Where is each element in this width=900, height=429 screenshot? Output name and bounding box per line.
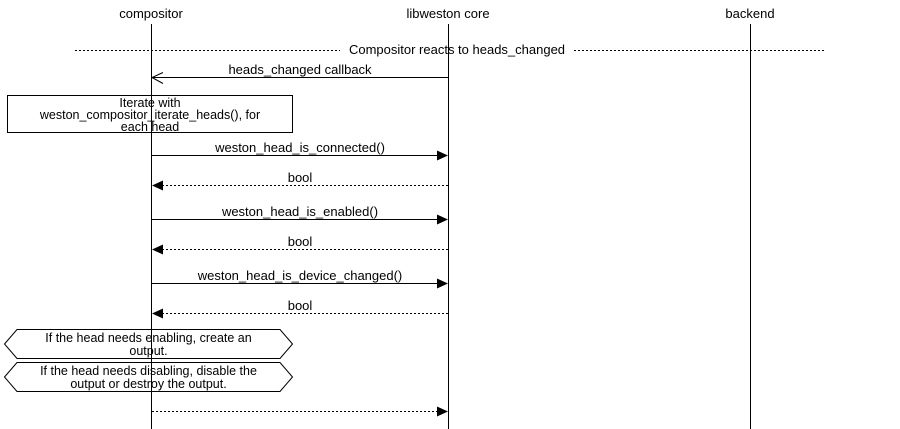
message-label-is-enabled: weston_head_is_enabled() bbox=[221, 204, 379, 219]
message-label-bool-1: bool bbox=[287, 170, 313, 185]
note-iterate-line-1: Iterate with bbox=[119, 96, 181, 110]
note-enable-line-2: output. bbox=[129, 343, 168, 358]
divider-label: Compositor reacts to heads_changed bbox=[348, 42, 566, 57]
actor-label-backend: backend bbox=[725, 6, 775, 21]
arrow-bool3-head-icon bbox=[152, 308, 163, 319]
note-iterate-box bbox=[7, 95, 293, 133]
message-label-bool-2: bool bbox=[287, 234, 313, 249]
actor-label-libweston-core: libweston core bbox=[406, 6, 490, 21]
arrow-is-device-changed-head-icon bbox=[437, 278, 448, 289]
actor-label-compositor: compositor bbox=[119, 6, 183, 21]
arrow-final-head-icon bbox=[437, 406, 448, 417]
arrow-bool1-head-icon bbox=[152, 180, 163, 191]
note-disable-text: If the head needs disabling, disable the… bbox=[40, 365, 257, 390]
message-label-heads-changed-callback: heads_changed callback bbox=[228, 62, 372, 77]
note-iterate-text: Iterate with weston_compositor_iterate_h… bbox=[39, 96, 261, 134]
note-disable-line-1: If the head needs disabling, disable the bbox=[40, 364, 257, 378]
arrow-is-connected-head-icon bbox=[437, 150, 448, 161]
note-iterate-line-2: weston_compositor_iterate_heads(), for bbox=[39, 108, 261, 122]
message-label-is-connected: weston_head_is_connected() bbox=[215, 140, 385, 155]
arrow-is-enabled-head-icon bbox=[437, 214, 448, 225]
message-label-is-device-changed: weston_head_is_device_changed() bbox=[197, 268, 403, 283]
note-disable-line-2: output or destroy the output. bbox=[70, 376, 227, 391]
note-disable-hexagon bbox=[3, 362, 294, 392]
message-label-bool-3: bool bbox=[287, 298, 313, 313]
arrow-callback-open-head-icon bbox=[150, 72, 164, 84]
note-enable-hexagon bbox=[3, 329, 294, 359]
note-iterate-line-3: each head bbox=[120, 120, 180, 134]
note-enable-line-1: If the head needs enabling, create an bbox=[45, 331, 252, 345]
arrow-bool2-head-icon bbox=[152, 244, 163, 255]
note-enable-text: If the head needs enabling, create an ou… bbox=[45, 332, 251, 357]
